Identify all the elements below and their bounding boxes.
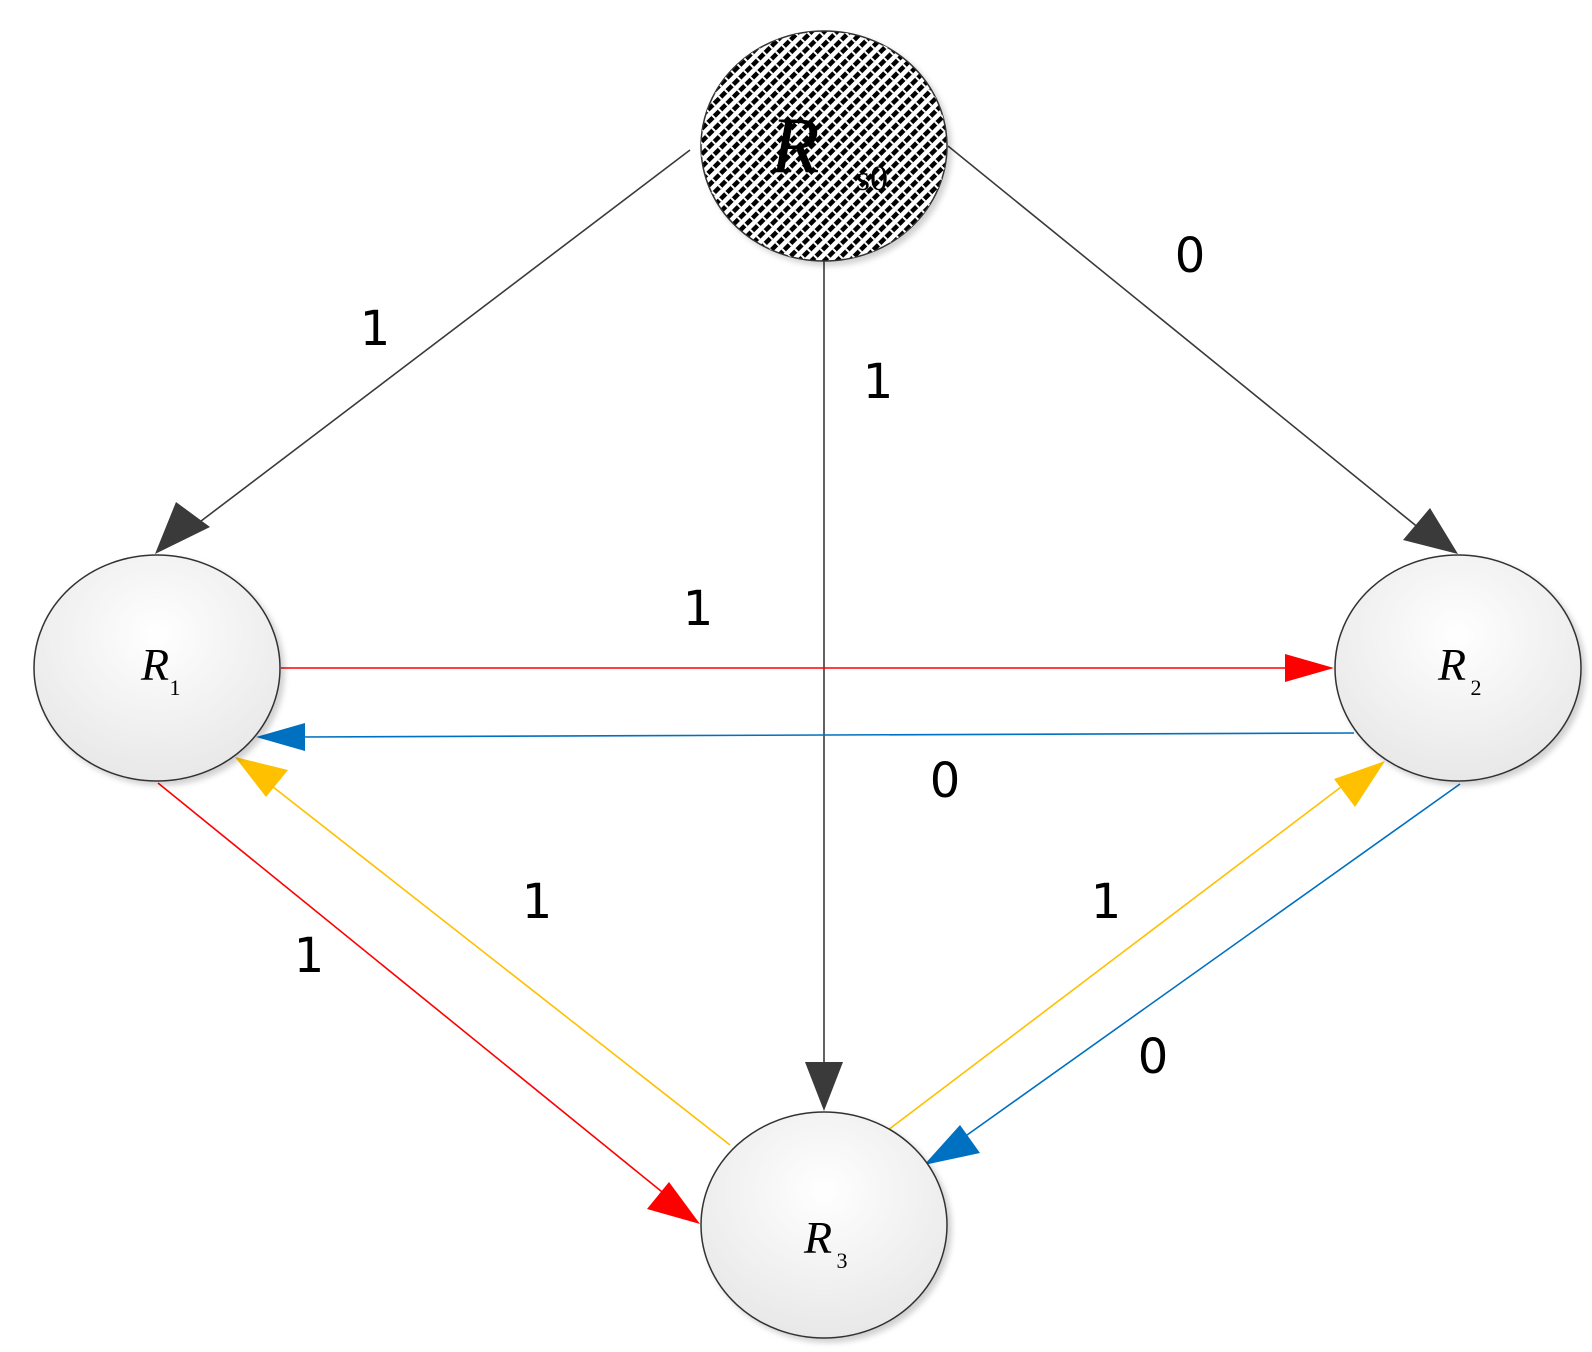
edge-label-rs0-to-r2: 0 <box>1175 228 1206 284</box>
edge-rs0-to-r1 <box>155 149 691 554</box>
arrowhead-rs0-to-r1 <box>155 502 210 554</box>
edge-r3-to-r1 <box>235 757 731 1146</box>
edge-rs0-to-r2 <box>947 145 1458 554</box>
node-r3-letter: R <box>803 1212 832 1263</box>
node-r3-subscript: 3 <box>837 1248 848 1273</box>
edge-label-r2-to-r1: 0 <box>930 753 961 809</box>
node-rs0-letter: R <box>770 102 820 190</box>
edge-label-r3-to-r1: 1 <box>522 874 553 930</box>
edge-label-rs0-to-r1: 1 <box>360 301 391 357</box>
edge-label-rs0-to-r3: 1 <box>863 354 894 410</box>
node-r1-subscript: 1 <box>170 675 181 700</box>
edge-label-r2-to-r3: 0 <box>1138 1029 1169 1085</box>
arrowhead-rs0-to-r2 <box>1403 508 1458 554</box>
edge-r3-to-r2 <box>887 761 1385 1131</box>
edge-rs0-to-r3 <box>805 261 843 1111</box>
edge-label-r1-to-r2: 1 <box>683 581 714 637</box>
edge-label-r3-to-r2: 1 <box>1091 874 1122 930</box>
arrowhead-r1-to-r3 <box>647 1182 700 1224</box>
node-r2-letter: R <box>1437 639 1466 690</box>
node-r1-letter: R <box>140 639 169 690</box>
node-r1: R 1 <box>33 554 281 782</box>
node-r3: R 3 <box>700 1111 948 1339</box>
arrowhead-r2-to-r1 <box>256 723 305 751</box>
arrowhead-r3-to-r2 <box>1334 761 1385 807</box>
arrowhead-r1-to-r2 <box>1285 654 1334 682</box>
edge-r2-to-r1 <box>256 723 1355 751</box>
edge-r1-to-r3 <box>157 782 700 1224</box>
node-rs0: R s0 <box>700 30 948 262</box>
edge-label-r1-to-r3: 1 <box>294 928 325 984</box>
edge-r2-to-r3 <box>924 783 1461 1165</box>
node-rs0-subscript: s0 <box>856 158 888 198</box>
arrowhead-rs0-to-r3 <box>805 1062 843 1111</box>
edge-r1-to-r2 <box>281 654 1334 682</box>
node-r2-subscript: 2 <box>1471 675 1482 700</box>
node-r2: R 2 <box>1334 554 1582 782</box>
arrowhead-r3-to-r1 <box>235 757 288 797</box>
arrowhead-r2-to-r3 <box>924 1125 980 1165</box>
